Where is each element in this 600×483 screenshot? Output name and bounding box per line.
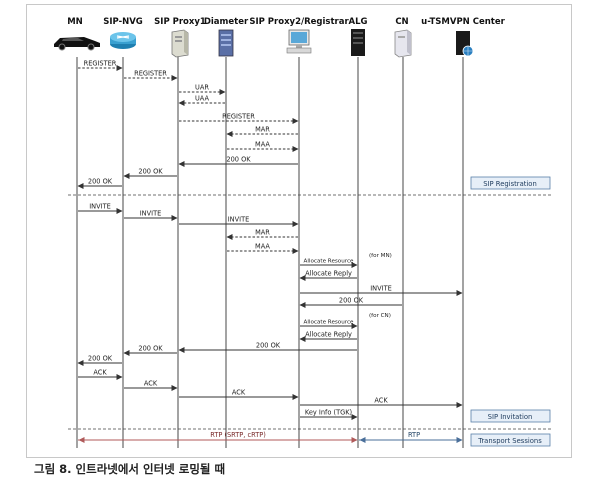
message-label: UAA [195,95,210,103]
workstation-icon [286,29,312,54]
router-icon [110,32,136,49]
entity-headers: MN SIP-NVG SIP Proxy1 Diameter SIP Proxy… [67,17,505,27]
entity-label-proxy1: SIP Proxy1 [154,17,206,27]
message-label: MAA [255,243,270,251]
message-label: 200 OK [138,345,163,353]
entity-label-proxy2: SIP Proxy2/Registrar [249,17,349,27]
message-label: Allocate Resource [304,259,354,265]
phase-box-invitation: SIP Invitation [470,409,551,423]
entity-label-vpn: u-TSMVPN Center [421,17,505,27]
message-label: ACK [144,380,158,388]
svg-text:Transport Sessions: Transport Sessions [477,437,542,445]
phase-box-transport: Transport Sessions [470,433,551,447]
server-white-icon [394,29,412,58]
rack-server-icon [351,29,365,56]
entity-label-diameter: Diameter [204,17,249,27]
message-label: INVITE [140,210,162,218]
message-label: INVITE [89,203,111,211]
rtp-label-srtp: RTP (SRTP, cRTP) [210,431,266,439]
phase-box-registration: SIP Registration [470,176,551,190]
message-label: 200 OK [88,355,113,363]
message-label: 200 OK [256,342,281,350]
rtp-transport: RTP (SRTP, cRTP) RTP [78,431,463,443]
note-for-cn: (for CN) [369,313,391,319]
lifelines [76,57,464,448]
message-label: Allocate Resource [304,320,354,326]
message-label: Allocate Reply [305,331,352,339]
svg-text:SIP Invitation: SIP Invitation [488,413,533,421]
message-label: REGISTER [222,113,255,121]
message-label: REGISTER [134,70,167,78]
message-label: Key Info (TGK) [305,409,352,417]
entity-label-mn: MN [67,17,83,27]
car-icon [54,37,100,51]
server-tower-icon [171,29,189,58]
message-label: MAA [255,141,270,149]
message-label: MAR [255,126,270,134]
database-server-icon [218,29,234,57]
message-label: ACK [374,397,388,405]
message-label: ACK [232,389,246,397]
message-label: MAR [255,229,270,237]
sequence-diagram: MN SIP-NVG SIP Proxy1 Diameter SIP Proxy… [54,17,552,448]
message-label: ACK [93,369,107,377]
message-label: 200 OK [339,297,364,305]
message-label: UAR [195,84,209,92]
message-label: REGISTER [84,60,117,68]
message-label: INVITE [228,216,250,224]
message-label: 200 OK [226,156,251,164]
entity-label-cn: CN [395,17,408,27]
entity-label-alg: ALG [349,17,368,27]
note-for-mn: (for MN) [369,253,392,259]
svg-text:SIP Registration: SIP Registration [483,180,537,188]
message-label: 200 OK [88,178,113,186]
vpn-server-icon [456,31,474,57]
rtp-label: RTP [408,431,420,439]
messages: REGISTERREGISTERUARUAAREGISTERMARMAA200 … [77,60,463,420]
message-label: 200 OK [138,168,163,176]
entity-label-nvg: SIP-NVG [103,17,143,27]
figure-caption: 그림 8. 인트라넷에서 인터넷 로밍될 때 [34,462,226,476]
message-label: INVITE [370,285,392,293]
message-label: Allocate Reply [305,270,352,278]
